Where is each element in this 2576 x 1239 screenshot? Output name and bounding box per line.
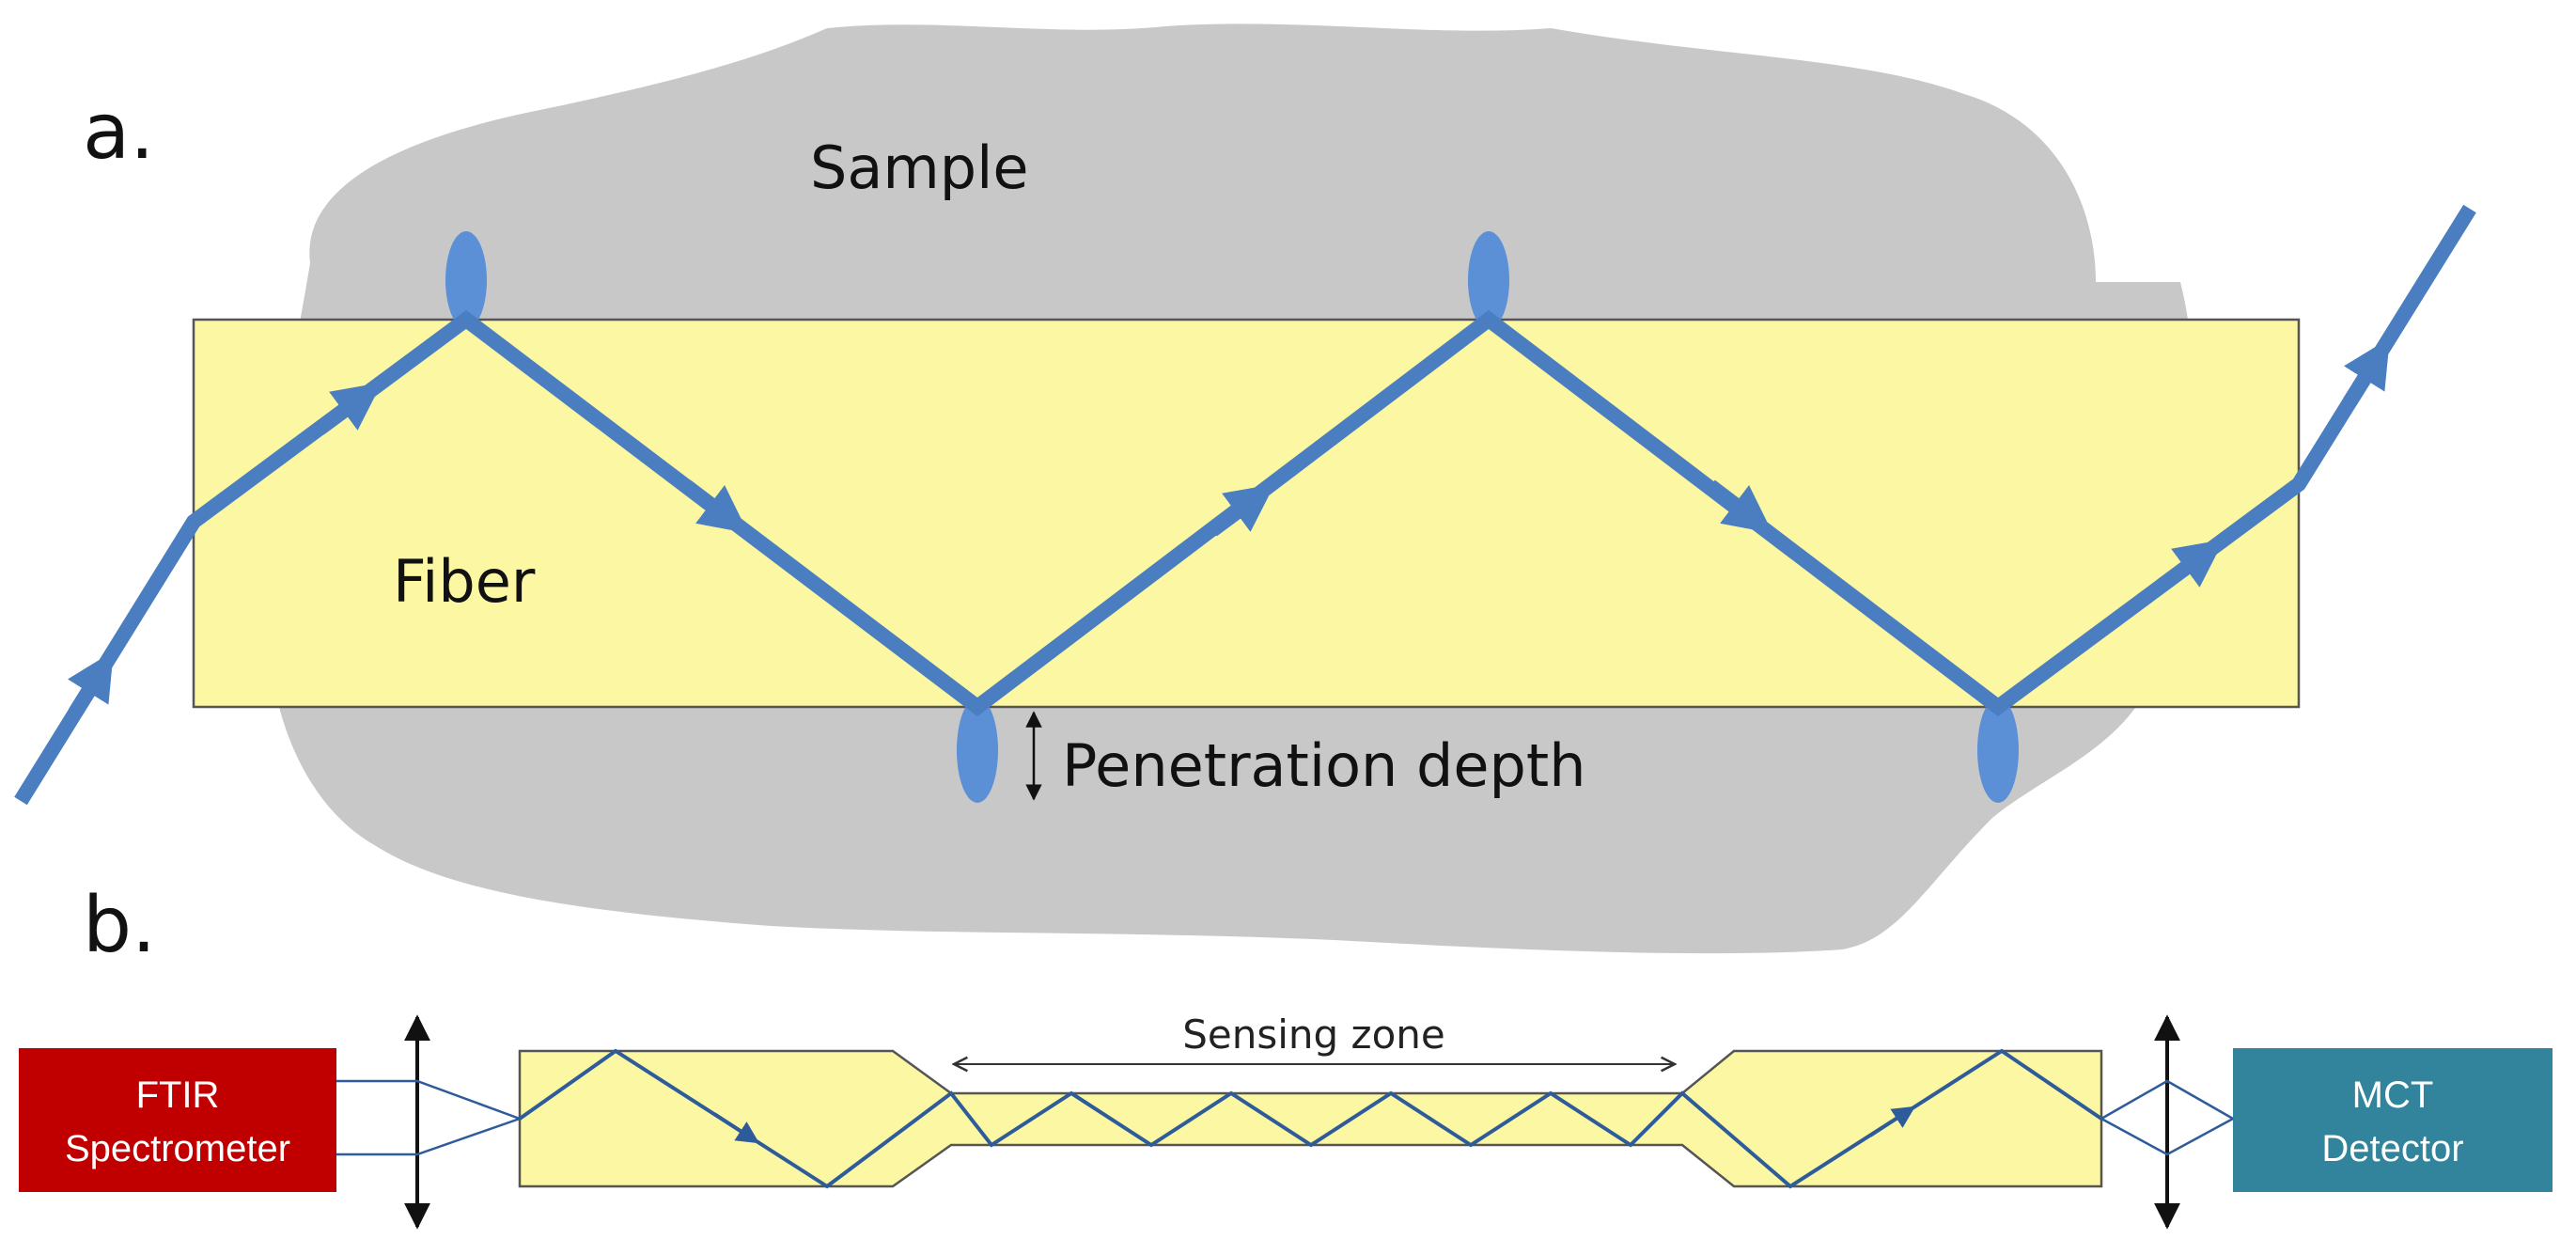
beam-arrow-4 [1208, 483, 1275, 537]
evanescent-wave-1 [445, 231, 487, 329]
sample-label: Sample [810, 133, 1028, 202]
evanescent-wave-3 [957, 698, 998, 803]
panel-b: b. FTIR Spectrometer MCT Detector Sensin… [19, 881, 2553, 1230]
panel-a: a. Sample Fiber Penetration depth [14, 24, 2476, 954]
thin-light-path [518, 1048, 2103, 1189]
fiber-label: Fiber [393, 547, 536, 616]
input-beam-top [336, 1079, 521, 1121]
panel-b-label: b. [83, 881, 156, 970]
beam-arrow-3 [681, 479, 749, 534]
thin-arrow-1 [712, 1112, 760, 1144]
evanescent-wave-2 [1468, 231, 1509, 329]
tapered-fiber [518, 1049, 2103, 1188]
input-beam-bottom [336, 1117, 521, 1156]
output-beam-top [2100, 1079, 2234, 1121]
beam-arrows [68, 337, 2390, 717]
mct-detector-box [2233, 1048, 2553, 1192]
penetration-depth-label: Penetration depth [1062, 731, 1586, 800]
beam-arrow-1 [68, 651, 114, 717]
thin-arrow-2 [1868, 1106, 1916, 1137]
mct-label-line2: Detector [2321, 1128, 2463, 1169]
beam-arrow-5 [1706, 479, 1773, 534]
ftir-label-line1: FTIR [136, 1074, 220, 1116]
beam-arrow-6 [2157, 539, 2225, 592]
output-beam-bottom [2100, 1117, 2234, 1156]
mct-label-line1: MCT [2352, 1074, 2434, 1116]
ftir-label-line2: Spectrometer [65, 1128, 290, 1169]
beam-arrow-2 [315, 382, 382, 435]
sensing-zone-label: Sensing zone [1182, 1012, 1445, 1058]
coupling-beams [336, 1079, 2234, 1156]
ftir-spectrometer-box [19, 1048, 336, 1192]
panel-a-label: a. [83, 87, 154, 177]
evanescent-wave-4 [1977, 698, 2019, 803]
beam-arrow-7 [2343, 337, 2390, 407]
